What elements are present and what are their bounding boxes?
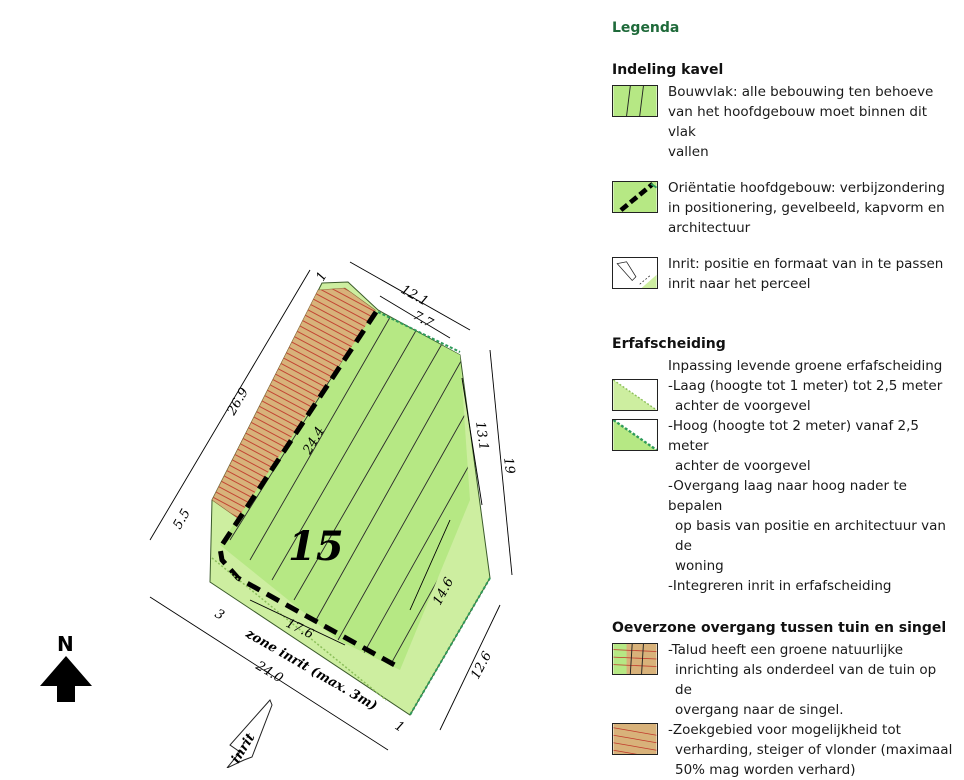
legend-item-orientation: Oriëntatie hoofdgebouw: verbijzondering … (612, 178, 957, 238)
high-hedge-icon (612, 419, 658, 451)
legend-title: Legenda (612, 20, 680, 36)
legend-fencing-intro: Inpassing levende groene erfafscheiding (668, 358, 943, 374)
legend-item-slope: -Talud heeft een groene natuurlijke inri… (612, 640, 957, 720)
low-hedge-icon (612, 379, 658, 411)
dim-5-5: 5.5 (170, 507, 193, 532)
dim-12-6: 12.6 (468, 649, 495, 682)
legend: Legenda Indeling kavel Bouwvlak: alle be… (612, 14, 957, 780)
legend-item-building-area: Bouwvlak: alle bebouwing ten behoeve van… (612, 82, 957, 162)
legend-heading-lot-layout: Indeling kavel (612, 62, 724, 78)
legend-heading-waterfront: Oeverzone overgang tussen tuin en singel (612, 620, 947, 636)
legend-item-driveway: Inrit: positie en formaat van in te pass… (612, 254, 957, 294)
dim-24-0: 24.0 (252, 658, 285, 686)
driveway-icon (612, 257, 658, 289)
slope-icon (612, 643, 658, 675)
lot-number: 15 (288, 523, 344, 570)
legend-heading-fencing: Erfafscheiding (612, 336, 726, 352)
dim-1-top: 1 (313, 269, 330, 284)
hedge-top (377, 311, 461, 353)
dim-19: 19 (500, 456, 517, 474)
dim-7-7: 7.7 (410, 308, 436, 331)
dim-12-1: 12.1 (398, 282, 431, 309)
site-plan-map: 12.1 7.7 1 26.9 24.4 5.5 13.1 19 14.6 17… (40, 261, 517, 768)
building-area (220, 310, 470, 670)
orientation-line (217, 310, 402, 671)
search-area-icon (612, 723, 658, 755)
dim-26-9: 26.9 (224, 385, 252, 418)
legend-item-low-hedge: -Laag (hoogte tot 1 meter) tot 2,5 meter… (612, 376, 957, 416)
dim-3: 3 (212, 606, 227, 623)
orientation-icon (612, 181, 658, 213)
dim-1-bottom: 1 (392, 719, 407, 736)
dimension-lines (149, 261, 513, 751)
entrance-arrow-icon (226, 699, 273, 768)
hedge-low-left (211, 557, 387, 701)
legend-item-high-hedge: -Hoog (hoogte tot 2 meter) vanaf 2,5 met… (612, 416, 957, 596)
north-arrow-icon (40, 656, 92, 702)
legend-item-search-area: -Zoekgebied voor mogelijkheid tot verhar… (612, 720, 957, 780)
north-label: N (57, 632, 74, 656)
dim-13-1: 13.1 (472, 420, 491, 451)
building-area-icon (612, 85, 658, 117)
hedge-right (409, 577, 491, 716)
